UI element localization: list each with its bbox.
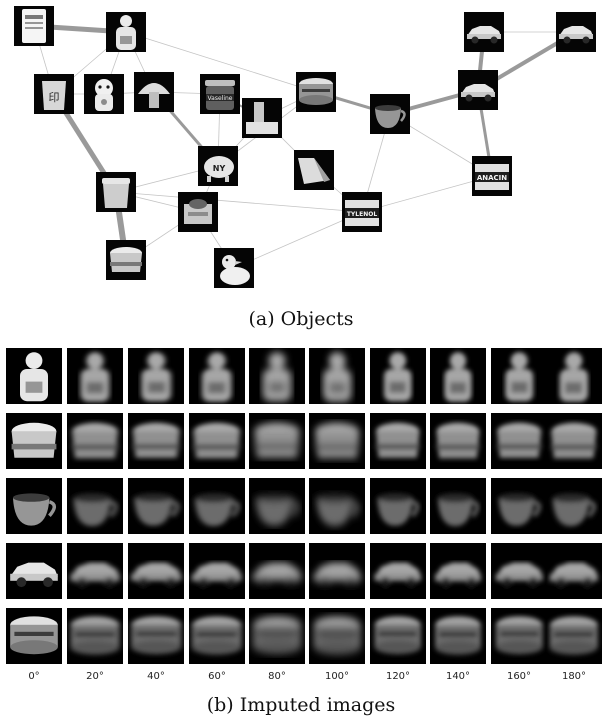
sharpener-icon bbox=[178, 192, 218, 232]
bowl-icon bbox=[106, 240, 146, 280]
imputed-image-car-7 bbox=[430, 543, 486, 599]
imputed-image-white-bottle-9 bbox=[546, 348, 602, 404]
imputed-image-tub-6 bbox=[370, 608, 426, 664]
angle-label: 140° bbox=[445, 671, 471, 682]
imputed-image-bowl-5 bbox=[309, 413, 365, 469]
angle-label: 160° bbox=[506, 671, 532, 682]
imputed-image-mug-1 bbox=[67, 478, 123, 534]
imputed-row-tub bbox=[6, 608, 602, 664]
imputed-images-grid bbox=[6, 348, 602, 668]
car-icon bbox=[464, 12, 504, 52]
imputed-image-tub-2 bbox=[128, 608, 184, 664]
imputed-image-car-4 bbox=[249, 543, 305, 599]
imputed-image-car-3 bbox=[189, 543, 245, 599]
lucky-cat-icon bbox=[84, 74, 124, 114]
graph-edge-bottle-tub bbox=[125, 31, 317, 93]
imputed-image-bowl-4 bbox=[249, 413, 305, 469]
white-bottle-icon bbox=[106, 12, 146, 52]
imputed-image-car-9 bbox=[546, 543, 602, 599]
svg-text:Vaseline: Vaseline bbox=[208, 95, 233, 102]
box-icon: TYLENOL bbox=[342, 192, 382, 232]
imputed-image-car-5 bbox=[309, 543, 365, 599]
car-icon bbox=[556, 12, 596, 52]
imputed-image-car-1 bbox=[67, 543, 123, 599]
svg-text:TYLENOL: TYLENOL bbox=[347, 211, 377, 218]
imputed-image-white-bottle-3 bbox=[189, 348, 245, 404]
imputed-image-car-6 bbox=[370, 543, 426, 599]
lotion-bottle-icon bbox=[14, 6, 54, 46]
duck-icon bbox=[214, 248, 254, 288]
graph-edge-container-tylenol bbox=[115, 191, 363, 213]
imputed-image-mug-9 bbox=[546, 478, 602, 534]
caption-imputed-images: (b) Imputed images bbox=[206, 694, 396, 716]
imputed-image-mug-7 bbox=[430, 478, 486, 534]
imputed-image-white-bottle-6 bbox=[370, 348, 426, 404]
imputed-image-tub-4 bbox=[249, 608, 305, 664]
svg-text:印: 印 bbox=[49, 91, 60, 104]
svg-text:NY: NY bbox=[213, 164, 226, 173]
original-image-white-bottle bbox=[6, 348, 62, 404]
original-image-tub bbox=[6, 608, 62, 664]
imputed-image-tub-9 bbox=[546, 608, 602, 664]
imputed-row-white-bottle bbox=[6, 348, 602, 404]
imputed-image-white-bottle-7 bbox=[430, 348, 486, 404]
imputed-image-white-bottle-1 bbox=[67, 348, 123, 404]
imputed-image-tub-7 bbox=[430, 608, 486, 664]
graph-edge-anacin-tylenol bbox=[361, 175, 493, 213]
imputed-image-mug-5 bbox=[309, 478, 365, 534]
imputed-image-tub-1 bbox=[67, 608, 123, 664]
box-icon: ANACIN bbox=[472, 156, 512, 196]
imputed-image-bowl-6 bbox=[370, 413, 426, 469]
imputed-image-white-bottle-2 bbox=[128, 348, 184, 404]
imputed-image-white-bottle-5 bbox=[309, 348, 365, 404]
imputed-image-bowl-8 bbox=[491, 413, 547, 469]
piggy-bank-icon: NY bbox=[198, 146, 238, 186]
angle-label: 100° bbox=[324, 671, 350, 682]
imputed-image-car-2 bbox=[128, 543, 184, 599]
tub-icon bbox=[296, 72, 336, 112]
angle-label: 20° bbox=[86, 671, 104, 682]
imputed-image-bowl-3 bbox=[189, 413, 245, 469]
angle-label: 0° bbox=[28, 671, 40, 682]
imputed-image-mug-3 bbox=[189, 478, 245, 534]
container-icon bbox=[96, 172, 136, 212]
imputed-image-bowl-2 bbox=[128, 413, 184, 469]
car-icon bbox=[458, 70, 498, 110]
original-image-mug bbox=[6, 478, 62, 534]
imputed-image-tub-3 bbox=[189, 608, 245, 664]
imputed-image-bowl-9 bbox=[546, 413, 602, 469]
mug-icon bbox=[370, 94, 410, 134]
imputed-image-mug-6 bbox=[370, 478, 426, 534]
wedge-icon bbox=[294, 150, 334, 190]
caption-objects: (a) Objects bbox=[248, 308, 354, 330]
original-image-car bbox=[6, 543, 62, 599]
imputed-image-mug-2 bbox=[128, 478, 184, 534]
imputed-image-bowl-7 bbox=[430, 413, 486, 469]
imputed-image-mug-4 bbox=[249, 478, 305, 534]
angle-label: 40° bbox=[147, 671, 165, 682]
imputed-image-tub-5 bbox=[309, 608, 365, 664]
vaseline-jar-icon: Vaseline bbox=[200, 74, 240, 114]
imputed-row-mug bbox=[6, 478, 602, 534]
graph-edge-duck-tylenol bbox=[233, 211, 363, 269]
imputed-image-mug-8 bbox=[491, 478, 547, 534]
block-icon bbox=[242, 98, 282, 138]
imputed-image-tub-8 bbox=[491, 608, 547, 664]
angle-label: 80° bbox=[268, 671, 286, 682]
mushroom-icon bbox=[134, 72, 174, 112]
angle-label: 60° bbox=[208, 671, 226, 682]
imputed-image-bowl-1 bbox=[67, 413, 123, 469]
original-image-bowl bbox=[6, 413, 62, 469]
imputed-row-car bbox=[6, 543, 602, 599]
cup-icon: 印 bbox=[34, 74, 74, 114]
imputed-image-white-bottle-4 bbox=[249, 348, 305, 404]
imputed-image-car-8 bbox=[491, 543, 547, 599]
svg-text:ANACIN: ANACIN bbox=[477, 174, 507, 182]
imputed-image-white-bottle-8 bbox=[491, 348, 547, 404]
angle-label: 180° bbox=[561, 671, 587, 682]
imputed-row-bowl bbox=[6, 413, 602, 469]
angle-label: 120° bbox=[385, 671, 411, 682]
